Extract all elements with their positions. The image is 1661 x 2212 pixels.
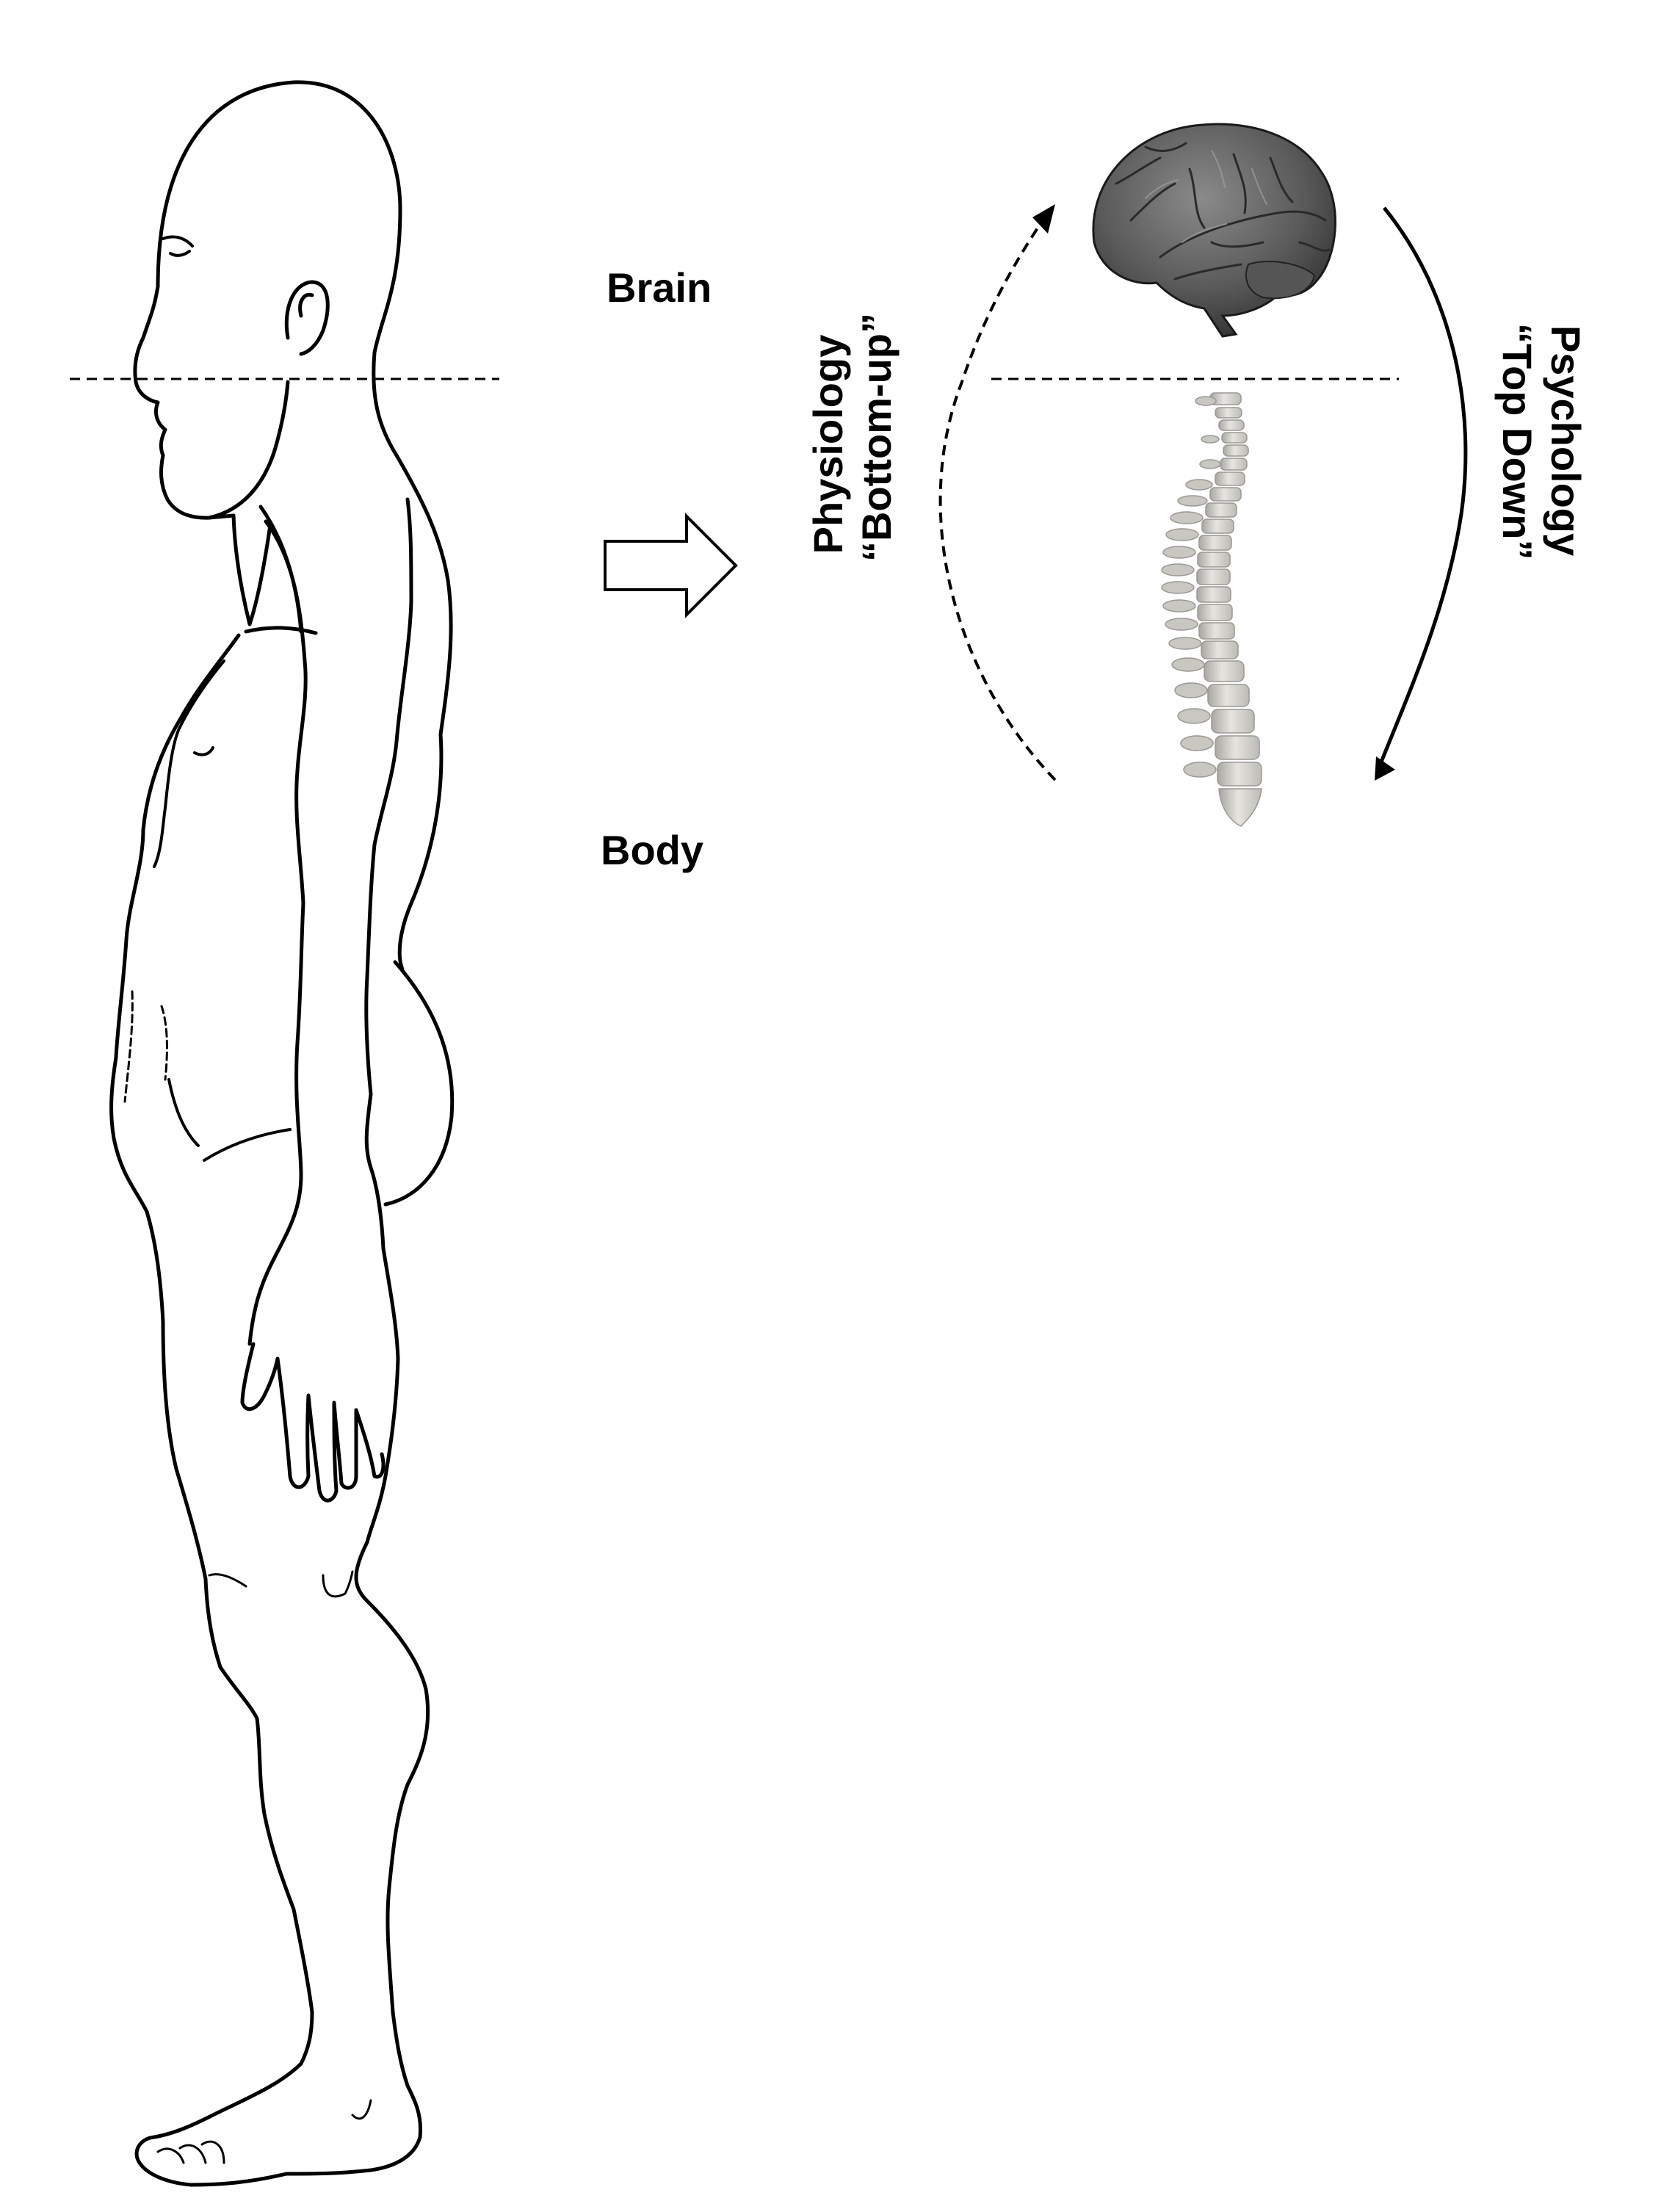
spine-icon xyxy=(1161,392,1262,827)
brain-label: Brain xyxy=(607,264,712,311)
neck-front xyxy=(231,513,272,626)
nipple xyxy=(193,746,214,756)
brain-icon xyxy=(1092,123,1336,338)
bottom-up-arrow xyxy=(938,204,1057,781)
jaw-outline xyxy=(207,380,290,520)
knee-detail xyxy=(208,1570,354,1598)
face-outline xyxy=(133,284,236,520)
leg-back xyxy=(354,1246,430,2014)
top-down-subtitle: “Top Down” xyxy=(1494,323,1541,560)
chest-line xyxy=(153,659,225,868)
arm-back xyxy=(364,497,413,1251)
bottom-up-arrowhead-icon xyxy=(1032,204,1055,234)
ear-outline xyxy=(284,280,330,356)
leg-front xyxy=(145,1210,314,2014)
torso-front xyxy=(109,633,241,1214)
top-down-title: Psychology xyxy=(1543,325,1589,557)
bottom-up-title: Physiology xyxy=(805,334,851,554)
head-outline xyxy=(156,80,453,737)
toes xyxy=(156,2140,225,2164)
eye xyxy=(162,235,194,257)
arm-front xyxy=(247,505,308,1346)
body-label: Body xyxy=(601,827,703,873)
top-down-arrow xyxy=(1375,206,1468,781)
top-down-label: Psychology “Top Down” xyxy=(1487,323,1590,560)
bottom-up-subtitle: “Bottom-up” xyxy=(853,312,900,562)
foot-outline xyxy=(134,2010,423,2187)
abdomen-line xyxy=(123,990,168,1103)
groin-line xyxy=(167,1078,292,1162)
top-down-arrowhead-icon xyxy=(1375,756,1395,781)
buttock-outline xyxy=(383,960,455,1207)
hand-outline xyxy=(240,1342,386,1503)
bottom-up-label: Physiology “Bottom-up” xyxy=(804,312,907,562)
back-outline xyxy=(397,732,444,972)
collarbone xyxy=(244,626,318,635)
ankle-detail xyxy=(351,2099,372,2120)
